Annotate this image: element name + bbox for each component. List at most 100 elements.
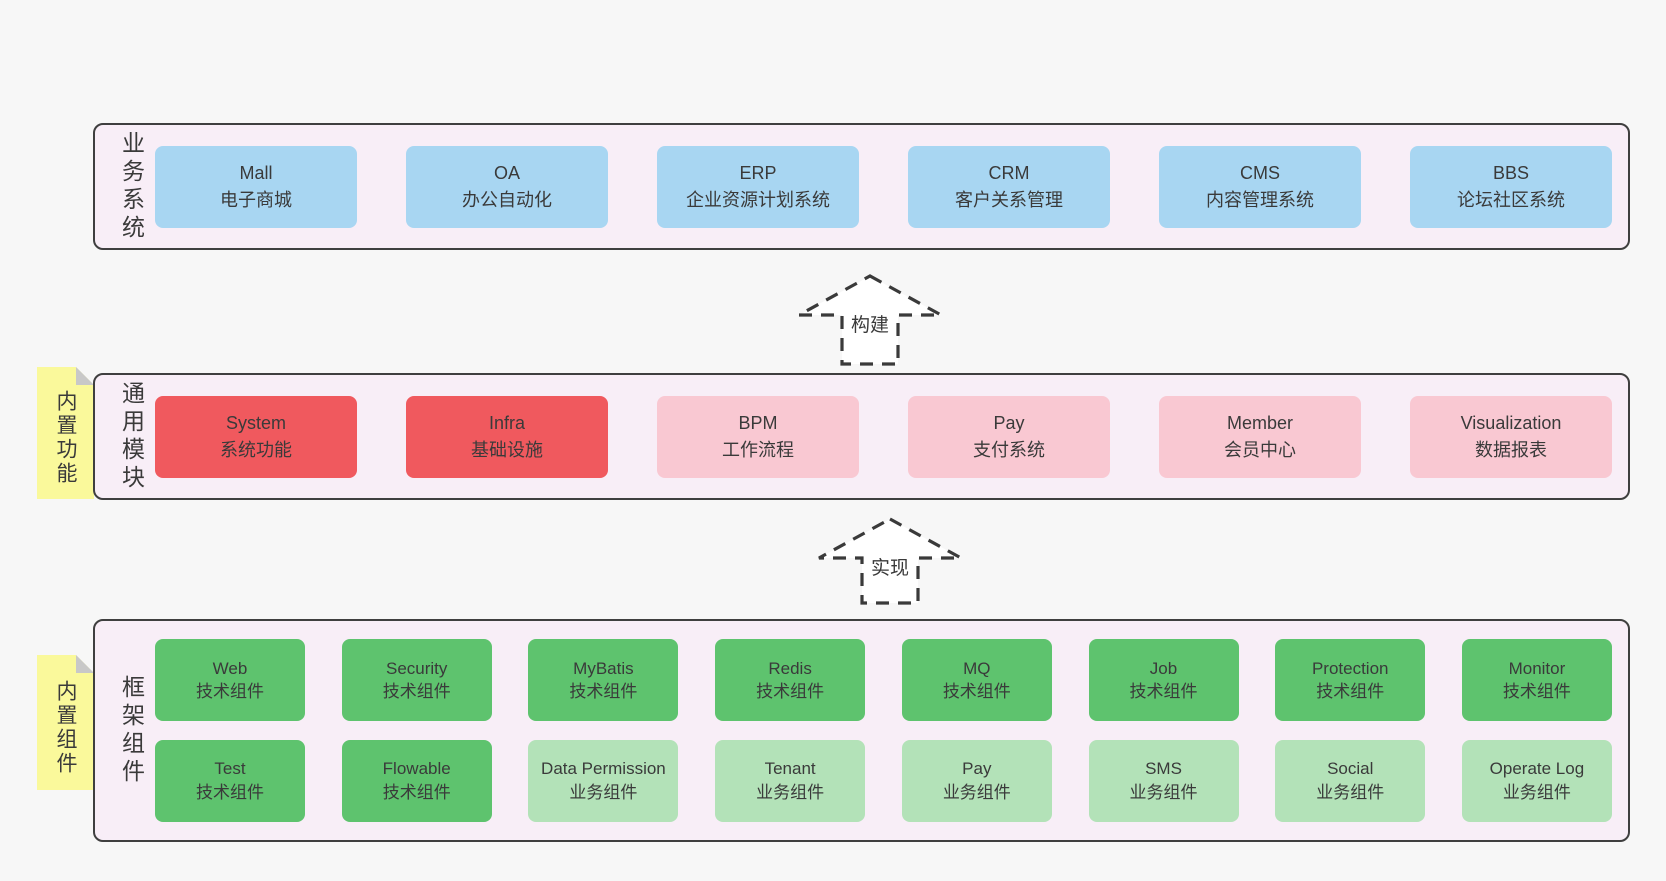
node-title: OA: [493, 162, 520, 183]
node-subtitle: 业务组件: [942, 782, 1011, 802]
node-subtitle: 内容管理系统: [1206, 189, 1314, 210]
node-protection: Protection 技术组件: [1275, 639, 1426, 722]
node-bpm: BPM 工作流程: [657, 395, 859, 478]
node-cms: CMS 内容管理系统: [1159, 145, 1361, 228]
node-redis: Redis 技术组件: [715, 639, 866, 722]
node-title: Tenant: [764, 759, 816, 779]
node-title: Monitor: [1508, 658, 1566, 678]
node-title: CRM: [988, 162, 1030, 183]
layer-label-business-systems: 业务系统: [118, 130, 145, 243]
node-subtitle: 工作流程: [722, 439, 794, 460]
node-title: Redis: [768, 658, 812, 678]
node-subtitle: 技术组件: [382, 682, 451, 702]
node-subtitle: 技术组件: [382, 782, 451, 802]
sticky-builtin-components: 内置组件: [37, 655, 94, 790]
node-infra: Infra 基础设施: [406, 395, 608, 478]
node-subtitle: 业务组件: [1502, 782, 1571, 802]
node-subtitle: 技术组件: [756, 682, 825, 702]
node-subtitle: 企业资源计划系统: [686, 189, 830, 210]
node-pay: Pay 支付系统: [908, 395, 1110, 478]
dashed-up-arrow-implement: 实现: [818, 517, 962, 605]
node-subtitle: 系统功能: [220, 439, 292, 460]
sticky-builtin-functions: 内置功能: [37, 367, 94, 499]
node-subtitle: 技术组件: [1316, 682, 1385, 702]
node-title: MyBatis: [573, 658, 634, 678]
node-mybatis: MyBatis 技术组件: [528, 639, 679, 722]
node-subtitle: 客户关系管理: [955, 189, 1063, 210]
node-title: Member: [1226, 412, 1293, 433]
node-subtitle: 业务组件: [1129, 782, 1198, 802]
layer-framework-components: 框架组件 Web 技术组件 Security 技术组件 MyBatis 技术组件…: [93, 619, 1630, 842]
node-subtitle: 技术组件: [569, 682, 638, 702]
node-title: Mall: [239, 162, 273, 183]
layer-business-systems: 业务系统 Mall 电子商城 OA 办公自动化 ERP 企业资源计划系统 CRM: [93, 123, 1630, 250]
node-title: Pay: [962, 759, 992, 779]
node-member: Member 会员中心: [1159, 395, 1361, 478]
node-social: Social 业务组件: [1275, 739, 1426, 822]
node-subtitle: 论坛社区系统: [1457, 189, 1565, 210]
node-title: Infra: [488, 412, 526, 433]
arrow-label-plate: [866, 554, 914, 580]
node-title: Data Permission: [541, 759, 666, 779]
node-operate-log: Operate Log 业务组件: [1461, 739, 1612, 822]
node-test: Test 技术组件: [155, 739, 305, 822]
layer-label-framework-components: 框架组件: [118, 674, 145, 787]
node-subtitle: 技术组件: [942, 682, 1011, 702]
node-erp: ERP 企业资源计划系统: [657, 145, 859, 228]
node-title: Protection: [1311, 658, 1389, 678]
node-title: ERP: [739, 162, 777, 183]
node-title: Flowable: [382, 759, 451, 779]
node-pay-biz: Pay 业务组件: [901, 739, 1052, 822]
layer-label-wrap: 业务系统: [107, 125, 155, 248]
node-title: Test: [214, 759, 246, 779]
node-mall: Mall 电子商城: [155, 145, 357, 228]
node-title: SMS: [1145, 759, 1182, 779]
layer-common-modules: 通用模块 System 系统功能 Infra 基础设施 BPM 工作流程 Pay: [93, 373, 1630, 500]
arrow-label-plate: [846, 311, 894, 337]
node-subtitle: 技术组件: [1502, 682, 1571, 702]
node-subtitle: 技术组件: [1129, 682, 1198, 702]
node-subtitle: 技术组件: [196, 782, 264, 802]
node-subtitle: 数据报表: [1475, 439, 1547, 460]
node-title: Job: [1149, 658, 1178, 678]
node-title: BPM: [738, 412, 778, 433]
node-monitor: Monitor 技术组件: [1461, 639, 1612, 722]
node-visualization: Visualization 数据报表: [1410, 395, 1612, 478]
node-title: Visualization: [1460, 412, 1562, 433]
node-subtitle: 办公自动化: [462, 189, 552, 210]
node-bbs: BBS 论坛社区系统: [1410, 145, 1612, 228]
node-data-permission: Data Permission 业务组件: [528, 739, 679, 822]
node-title: Pay: [993, 412, 1025, 433]
node-mq: MQ 技术组件: [901, 639, 1052, 722]
node-subtitle: 技术组件: [196, 682, 264, 702]
node-oa: OA 办公自动化: [406, 145, 608, 228]
node-title: Social: [1327, 759, 1374, 779]
layer-label-wrap: 框架组件: [107, 621, 155, 840]
node-subtitle: 业务组件: [569, 782, 638, 802]
node-web: Web 技术组件: [155, 639, 305, 722]
node-title: BBS: [1492, 162, 1530, 183]
node-job: Job 技术组件: [1088, 639, 1239, 722]
layer-label-wrap: 通用模块: [107, 375, 155, 498]
node-title: Web: [212, 658, 248, 678]
node-sms: SMS 业务组件: [1088, 739, 1239, 822]
node-subtitle: 支付系统: [973, 439, 1045, 460]
node-system: System 系统功能: [155, 395, 357, 478]
node-title: System: [225, 412, 286, 433]
node-subtitle: 会员中心: [1224, 439, 1296, 460]
node-title: Security: [385, 658, 448, 678]
node-title: MQ: [963, 658, 991, 678]
dashed-up-arrow-build: 构建: [798, 274, 942, 366]
sticky-label: 内置功能: [54, 390, 77, 486]
node-crm: CRM 客户关系管理: [908, 145, 1110, 228]
arrow-label: 实现: [871, 557, 909, 579]
node-flowable: Flowable 技术组件: [341, 739, 492, 822]
node-title: Operate Log: [1489, 759, 1585, 779]
node-title: CMS: [1240, 162, 1280, 183]
node-subtitle: 业务组件: [756, 782, 825, 802]
sticky-label: 内置组件: [54, 679, 77, 776]
node-subtitle: 电子商城: [220, 189, 292, 210]
node-subtitle: 基础设施: [471, 439, 543, 460]
node-tenant: Tenant 业务组件: [715, 739, 866, 822]
